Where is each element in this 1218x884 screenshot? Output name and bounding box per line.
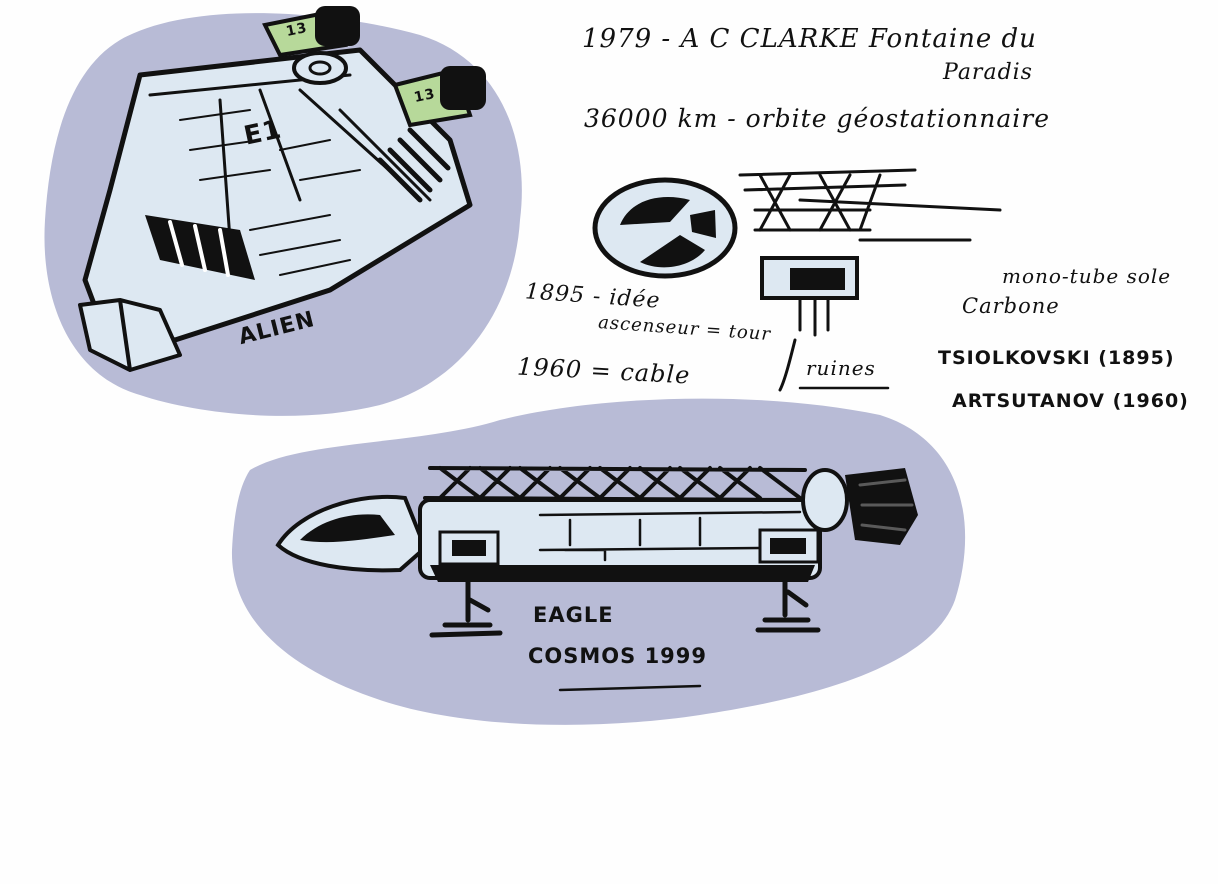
note-ruines: ruines xyxy=(806,356,876,380)
alien-pod-left xyxy=(262,6,360,58)
alien-pod-right xyxy=(392,66,486,128)
note-paradis: Paradis xyxy=(943,60,1033,85)
elevator-lattice xyxy=(738,168,1002,242)
space-elevator-sketch xyxy=(592,168,1002,392)
alien-emblem xyxy=(292,51,348,85)
note-carbone: Carbone xyxy=(962,294,1060,318)
note-orbit: 36000 km - orbite géostationnaire xyxy=(584,104,1051,133)
eagle-engines xyxy=(801,468,918,545)
alien-side-vents xyxy=(377,127,451,203)
eagle-landing-legs xyxy=(429,579,821,638)
eagle-caption-underline xyxy=(558,684,702,692)
eagle-side-modules xyxy=(438,528,820,566)
eagle-caption-series: COSMOS 1999 xyxy=(528,644,708,668)
eagle-ship xyxy=(275,466,918,638)
eagle-caption-name: EAGLE xyxy=(533,603,614,627)
alien-ship xyxy=(78,6,486,372)
note-clarke: 1979 - A C CLARKE Fontaine du xyxy=(582,24,1037,54)
note-artsutanov: ARTSUTANOV (1960) xyxy=(952,390,1189,412)
elevator-cable xyxy=(778,338,797,392)
note-tsiolkovski: TSIOLKOVSKI (1895) xyxy=(938,347,1175,369)
eagle-truss xyxy=(423,466,812,502)
note-mono-tube: mono-tube sole xyxy=(1002,264,1172,288)
